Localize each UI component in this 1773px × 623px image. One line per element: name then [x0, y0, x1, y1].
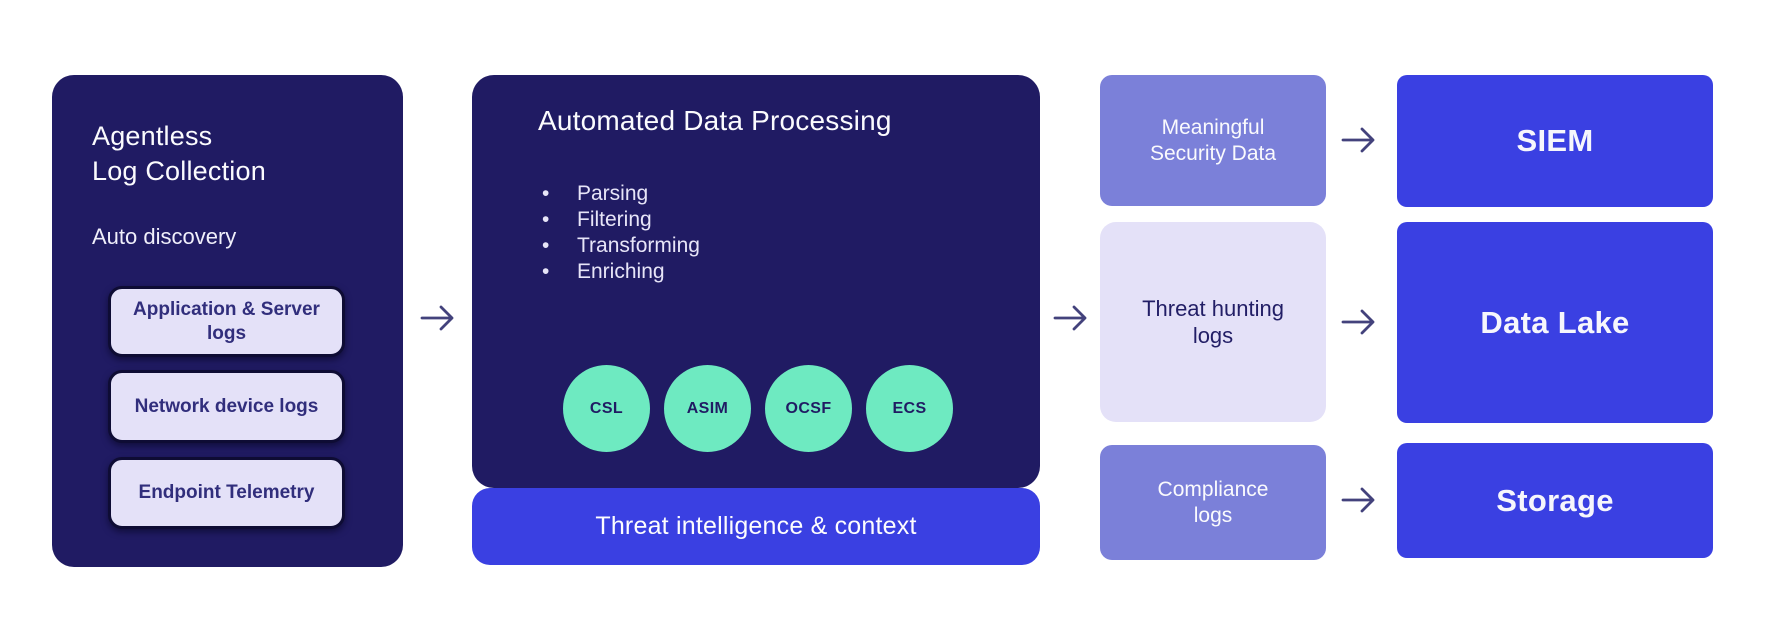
output-box-threat-hunting-logs: Threat hunting logs [1100, 222, 1326, 422]
log-source-pill-endpoint-telemetry: Endpoint Telemetry [108, 457, 345, 529]
output-box-meaningful-security-data: Meaningful Security Data [1100, 75, 1326, 206]
flow-arrow-to-data-lake [1341, 309, 1375, 335]
agentless-log-collection-panel: Agentless Log Collection Auto discovery … [52, 75, 403, 567]
processing-step: Transforming [542, 233, 1040, 259]
output-label-line2: logs [1192, 323, 1234, 348]
panel-title: Automated Data Processing [538, 105, 892, 136]
panel-title: Agentless Log Collection [92, 119, 365, 189]
destination-box-storage: Storage [1397, 443, 1713, 558]
flow-arrow-to-storage [1341, 487, 1375, 513]
flow-arrow-processing-to-outputs [1053, 305, 1087, 331]
panel-title-line1: Agentless [92, 121, 213, 151]
processing-step: Filtering [542, 207, 1040, 233]
processing-steps-list: Parsing Filtering Transforming Enriching [542, 181, 1040, 285]
flow-arrow-collection-to-processing [420, 305, 454, 331]
processing-step: Parsing [542, 181, 1040, 207]
output-label-line1: Meaningful [1161, 115, 1265, 139]
destination-box-siem: SIEM [1397, 75, 1713, 207]
schema-circle-asim: ASIM [664, 365, 751, 452]
output-label-line1: Compliance [1157, 477, 1269, 501]
threat-intelligence-bar: Threat intelligence & context [472, 488, 1040, 565]
schema-circle-ocsf: OCSF [765, 365, 852, 452]
log-source-list: Application & Server logs Network device… [108, 286, 345, 529]
schema-circle-ecs: ECS [866, 365, 953, 452]
schema-circle-csl: CSL [563, 365, 650, 452]
log-source-pill-application-server: Application & Server logs [108, 286, 345, 357]
auto-discovery-label: Auto discovery [92, 224, 237, 249]
log-source-pill-network-device: Network device logs [108, 370, 345, 443]
output-label-line2: Security Data [1149, 141, 1277, 165]
processing-step: Enriching [542, 259, 1040, 285]
panel-title-line2: Log Collection [92, 156, 266, 186]
destination-box-data-lake: Data Lake [1397, 222, 1713, 423]
schema-circles-row: CSL ASIM OCSF ECS [563, 365, 953, 452]
output-label-line1: Threat hunting [1142, 296, 1284, 321]
automated-data-processing-panel: Automated Data Processing Parsing Filter… [472, 75, 1040, 488]
flow-arrow-to-siem [1341, 127, 1375, 153]
output-label-line2: logs [1193, 503, 1233, 527]
output-box-compliance-logs: Compliance logs [1100, 445, 1326, 560]
